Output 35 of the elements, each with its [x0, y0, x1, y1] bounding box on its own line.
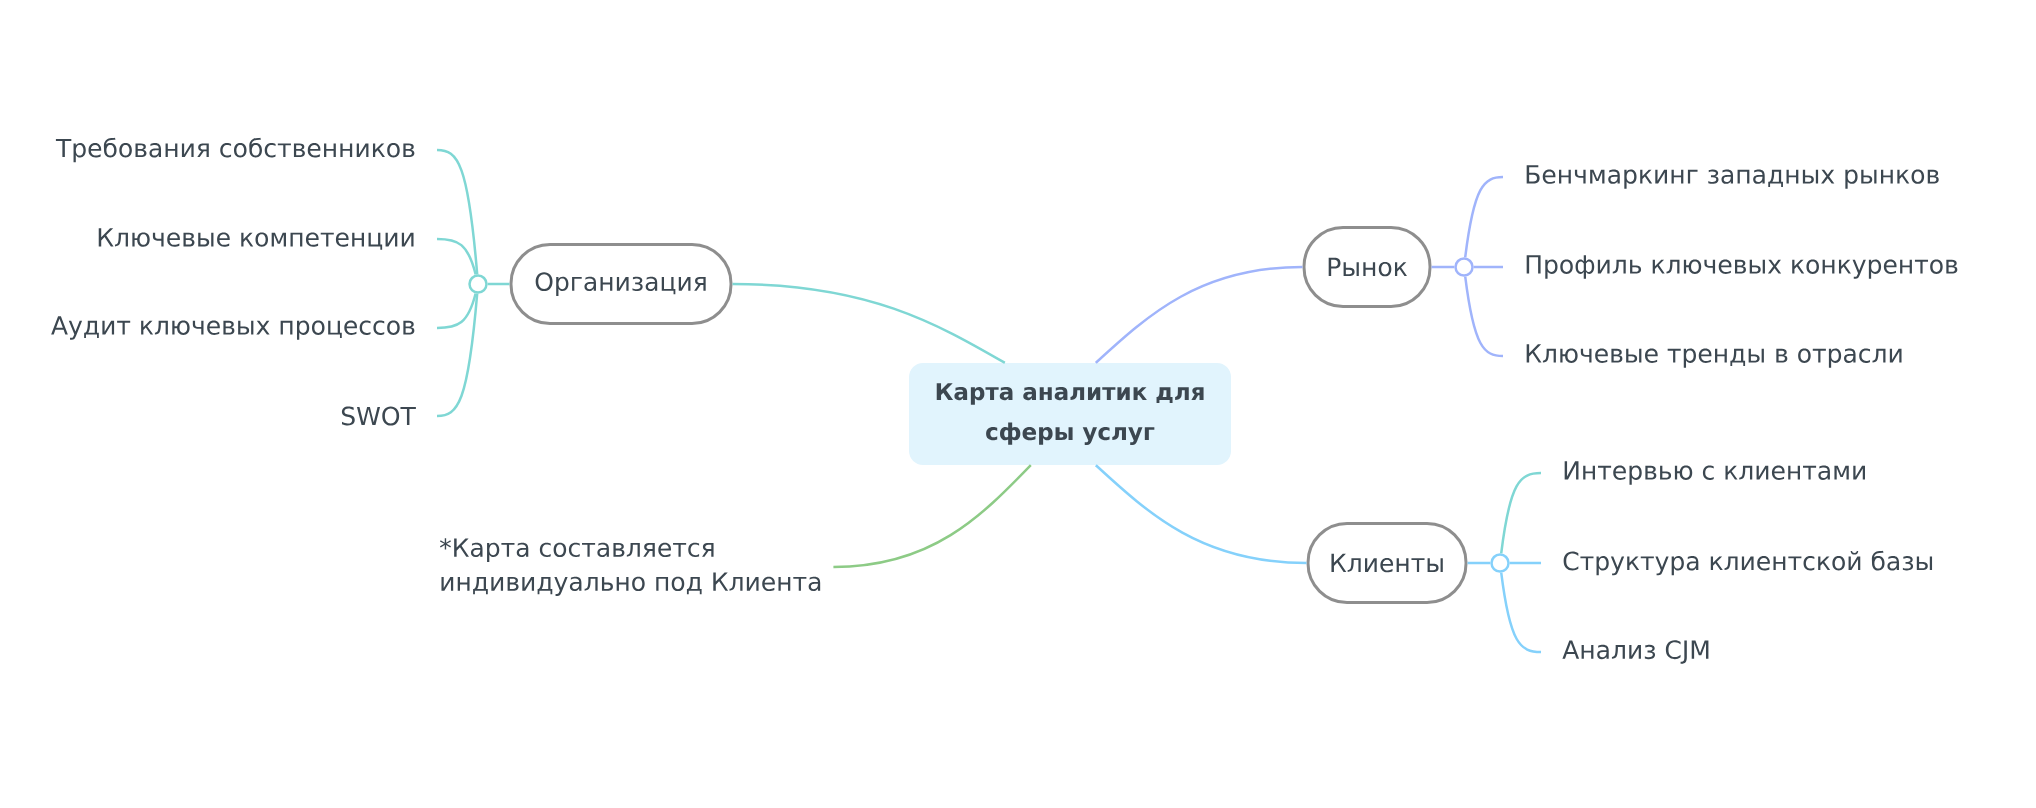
subtopic-label: Интервью с клиентами [1564, 461, 1865, 485]
branch-line [1463, 175, 1504, 258]
subtopic-label: Требования собственников [55, 137, 415, 163]
subtopic-label: Структура клиентской базы [1563, 550, 1933, 576]
branch-line [436, 293, 479, 418]
junction-circle [468, 274, 488, 294]
subtopic-label: Аудит ключевых процессов [51, 316, 415, 340]
branch-line [1467, 561, 1491, 565]
junction-circle [1454, 257, 1474, 277]
junction-circle [1490, 553, 1510, 573]
topic-pill: Рынок [1302, 226, 1432, 308]
branch-line [1464, 276, 1504, 358]
branch-line [1500, 572, 1542, 654]
branch-line [1094, 265, 1303, 364]
subtopic-label: Ключевые компетенции [98, 228, 414, 250]
subtopic-label: Бенчмаркинг западных рынков [1526, 165, 1939, 189]
branch-line [1094, 464, 1307, 565]
note-text: *Карта составляется индивидуально под Клиента [439, 538, 821, 596]
subtopic-label: Анализ CJM [1562, 640, 1709, 664]
topic-pill: Организация [509, 243, 733, 325]
branch-line [487, 282, 510, 286]
branch-line [1431, 265, 1455, 269]
subtopic-label: Ключевые тренды в отрасли [1526, 344, 1902, 368]
branch-line [436, 237, 477, 275]
branch-line [732, 282, 1006, 364]
branch-line [436, 293, 477, 330]
subtopic-label: SWOT [341, 406, 416, 426]
branch-line [1500, 471, 1542, 554]
branch-line [1473, 265, 1503, 269]
topic-pill: Клиенты [1306, 522, 1468, 604]
subtopic-label: Профиль ключевых конкурентов [1526, 255, 1958, 279]
central-topic-box: Карта аналитик для сферы услуг [909, 363, 1231, 465]
branch-line [1509, 561, 1541, 565]
branch-line [436, 148, 479, 275]
branch-line [833, 464, 1032, 569]
